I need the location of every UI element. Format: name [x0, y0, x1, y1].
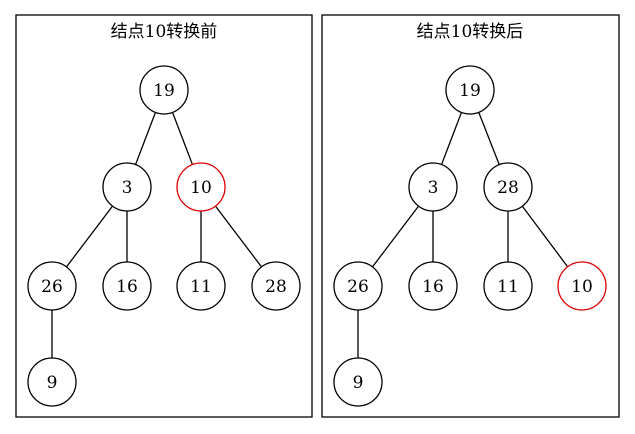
node-label: 26: [41, 277, 63, 297]
node-circle: [102, 162, 152, 212]
panel-after-edges: [357, 112, 569, 358]
node-circle: [27, 357, 77, 407]
tree-node: 3: [102, 162, 152, 212]
edge-m19-m3: [440, 112, 463, 165]
node-circle: [251, 261, 301, 311]
tree-node: 9: [333, 357, 383, 407]
node-label: 19: [459, 81, 481, 101]
node-label: 9: [353, 373, 364, 393]
edge-n3-n26: [65, 205, 114, 268]
node-label: 28: [497, 178, 519, 198]
node-label: 16: [422, 277, 444, 297]
panel-after-nodes: 19 3 28 26 16 11 10 9: [333, 65, 607, 407]
tree-node: 26: [27, 261, 77, 311]
tree-node: 16: [102, 261, 152, 311]
tree-node: 9: [27, 357, 77, 407]
tree-node: 10: [176, 162, 226, 212]
panel-before-nodes: 19 3 10 26 16 11 28 9: [27, 65, 301, 407]
node-circle: [408, 162, 458, 212]
panel-before-edges: [51, 112, 263, 358]
edge-m28-m10: [521, 205, 569, 268]
node-label: 11: [190, 277, 212, 297]
edge-n19-n10: [171, 112, 194, 165]
edge-n10-n28: [214, 205, 263, 268]
node-label: 16: [116, 277, 138, 297]
tree-node: 16: [408, 261, 458, 311]
node-label: 11: [497, 277, 519, 297]
node-circle: [333, 261, 383, 311]
panel-after-frame: [321, 14, 620, 418]
tree-node: 28: [483, 162, 533, 212]
panel-before: 结点10转换前 19 3 10 26 16 11 28 9: [15, 14, 313, 418]
node-circle: [27, 261, 77, 311]
node-circle: [102, 261, 152, 311]
panel-before-frame: [15, 14, 313, 418]
node-circle: [333, 357, 383, 407]
panel-before-title: 结点10转换前: [111, 22, 218, 42]
node-label: 9: [47, 373, 58, 393]
node-label: 26: [347, 277, 369, 297]
node-circle: [483, 261, 533, 311]
node-label: 19: [153, 81, 175, 101]
tree-node: 10: [557, 261, 607, 311]
node-label: 28: [265, 277, 287, 297]
node-label: 10: [571, 277, 593, 297]
panel-after: 结点10转换后 19 3 28 26 16 11 10 9: [321, 14, 620, 418]
tree-node: 11: [483, 261, 533, 311]
node-label: 3: [122, 178, 133, 198]
node-label: 3: [428, 178, 439, 198]
panel-after-title: 结点10转换后: [417, 22, 524, 42]
tree-node: 11: [176, 261, 226, 311]
tree-node: 19: [445, 65, 495, 115]
node-circle: [408, 261, 458, 311]
node-label: 10: [190, 178, 212, 198]
tree-node: 28: [251, 261, 301, 311]
tree-node: 19: [139, 65, 189, 115]
node-circle-highlighted: [557, 261, 607, 311]
tree-node: 26: [333, 261, 383, 311]
node-circle: [445, 65, 495, 115]
edge-m19-m28: [478, 112, 500, 165]
edge-n19-n3: [134, 112, 157, 165]
tree-node: 3: [408, 162, 458, 212]
node-circle-highlighted: [176, 162, 226, 212]
node-circle: [483, 162, 533, 212]
node-circle: [139, 65, 189, 115]
node-circle: [176, 261, 226, 311]
edge-m3-m26: [371, 205, 420, 268]
